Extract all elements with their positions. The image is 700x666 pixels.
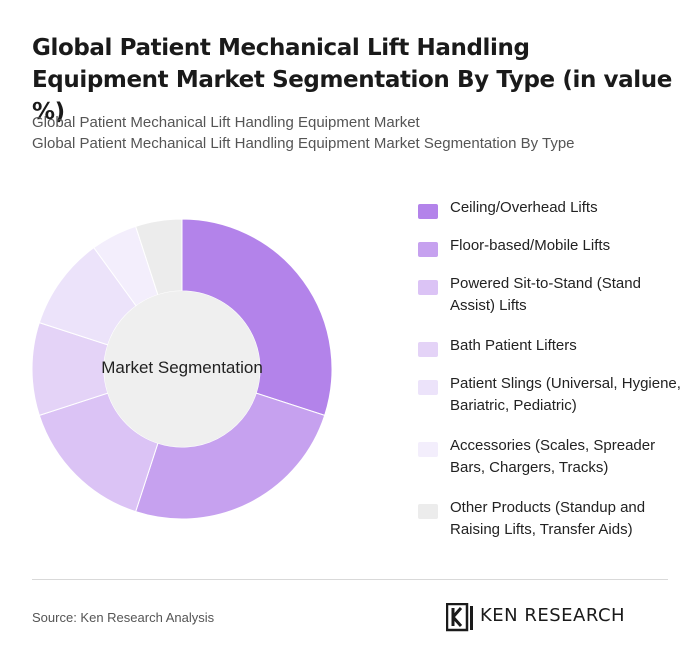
legend-label: Other Products (Standup and Raising Lift… — [450, 499, 646, 538]
legend-swatch — [418, 242, 438, 257]
legend-swatch — [418, 204, 438, 219]
legend-swatch — [418, 280, 438, 295]
legend-swatch — [418, 442, 438, 457]
legend-label: Floor-based/Mobile Lifts — [450, 237, 611, 254]
legend-swatch — [418, 342, 438, 357]
ken-research-logo-mark — [445, 602, 473, 632]
subtitle-market: Global Patient Mechanical Lift Handling … — [32, 114, 420, 131]
subtitle-segmentation: Global Patient Mechanical Lift Handling … — [32, 135, 575, 152]
legend-label: Accessories (Scales, Spreader Bars, Char… — [450, 437, 656, 476]
donut-hole — [104, 291, 260, 447]
donut-chart: Market Segmentation — [0, 180, 364, 560]
legend-label: Powered Sit-to-Stand (Stand Assist) Lift… — [450, 275, 641, 314]
chart-title: Global Patient Mechanical Lift Handling … — [32, 35, 672, 125]
legend-label: Patient Slings (Universal, Hygiene, Bari… — [450, 375, 681, 414]
legend-swatch — [418, 504, 438, 519]
legend-swatch — [418, 380, 438, 395]
donut-center-label: Market Segmentation — [101, 358, 263, 377]
ken-research-logo: KEN RESEARCH — [445, 602, 670, 633]
legend-label: Ceiling/Overhead Lifts — [450, 199, 598, 216]
footer-divider — [32, 579, 668, 580]
source-note: Source: Ken Research Analysis — [32, 610, 215, 625]
logo-text: KEN RESEARCH — [480, 605, 626, 626]
legend-label: Bath Patient Lifters — [450, 337, 577, 354]
donut-svg — [31, 218, 333, 520]
